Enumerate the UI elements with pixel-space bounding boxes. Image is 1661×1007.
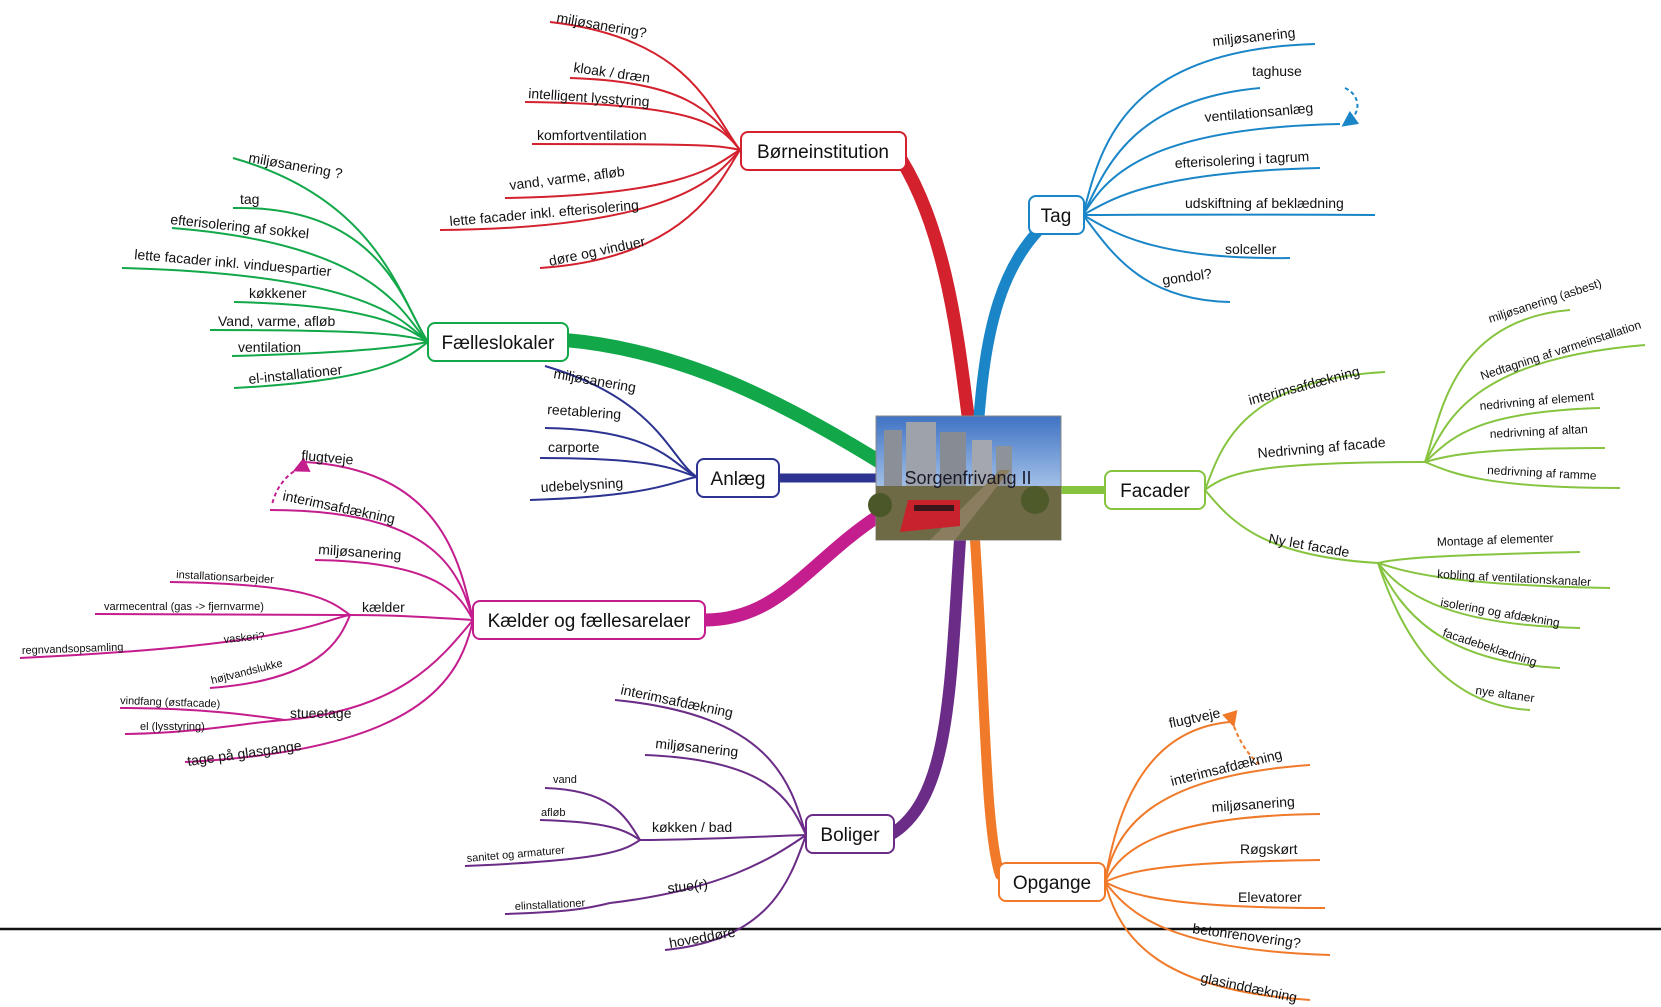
boliger-sub-3: elinstallationer <box>515 897 586 913</box>
kaelder-label: Kælder og fællesarelaer <box>488 611 691 632</box>
topic-boliger[interactable]: interimsafdækning miljøsanering køkken /… <box>464 681 895 951</box>
faelles-item-5: Vand, varme, afløb <box>218 313 335 329</box>
facader-ned-4: nedrivning af ramme <box>1487 463 1597 483</box>
tag-item-6: gondol? <box>1161 265 1213 288</box>
tag-item-2: ventilationsanlæg <box>1204 100 1314 125</box>
boliger-subbranches <box>464 699 807 951</box>
faelles-item-4: køkkener <box>249 285 307 301</box>
boliger-item-4: hoveddøre <box>668 924 737 951</box>
opgange-item-1: interimsafdækning <box>1169 746 1284 789</box>
branch-tag <box>972 209 1061 436</box>
stue-sub-0: vindfang (østfacade) <box>120 695 221 710</box>
kaelder-sub-3: regnvandsopsamling <box>22 641 124 657</box>
kaelder-item-1: interimsafdækning <box>281 487 396 526</box>
tag-item-4: udskiftning af beklædning <box>1185 195 1344 211</box>
faelles-subbranches <box>121 157 429 389</box>
opgange-item-2: miljøsanering <box>1211 793 1295 815</box>
topic-faelles[interactable]: miljøsanering ? tag efterisolering af so… <box>121 149 569 389</box>
kaelder-sub-2: vaskeri? <box>223 630 265 646</box>
tag-item-5: solceller <box>1225 241 1277 257</box>
anlaeg-subbranches <box>529 365 698 501</box>
boliger-item-0: interimsafdækning <box>619 681 734 720</box>
branch-kaelder <box>698 508 887 627</box>
facader-item-1: Nedrivning af facade <box>1257 434 1387 461</box>
branch-opgange <box>970 535 1005 880</box>
tag-subbranches <box>1082 43 1376 303</box>
kaelder-sub-0: installationsarbejder <box>176 569 275 586</box>
opgange-item-3: Røgskørt <box>1240 841 1298 857</box>
topic-opgange[interactable]: flugtveje interimsafdækning miljøsanerin… <box>998 704 1331 1005</box>
facader-ned-0: miljøsanering (asbest) <box>1487 276 1604 326</box>
faelles-item-6: ventilation <box>238 339 301 355</box>
opgange-item-0: flugtveje <box>1167 704 1222 731</box>
kaelder-sub-1: varmecentral (gas -> fjernvarme) <box>104 601 264 613</box>
center-photo <box>868 422 1061 540</box>
anlaeg-item-3: udebelysning <box>540 475 623 495</box>
center-title: Sorgenfrivang II <box>904 468 1031 488</box>
facader-subbranches <box>1204 309 1646 711</box>
anlaeg-item-2: carporte <box>548 439 600 455</box>
boliger-label: Boliger <box>820 825 880 846</box>
boliger-sub-1: afløb <box>541 807 565 819</box>
anlaeg-label: Anlæg <box>711 469 766 490</box>
borne-item-4: vand, varme, afløb <box>508 163 625 193</box>
tag-label: Tag <box>1041 206 1072 227</box>
faelles-item-1: tag <box>240 191 259 207</box>
tag-item-3: efterisolering i tagrum <box>1174 148 1309 171</box>
borne-item-0: miljøsanering? <box>555 9 648 41</box>
borne-item-2: intelligent lysstyring <box>528 85 650 109</box>
center-node[interactable]: Sorgenfrivang II <box>868 415 1062 541</box>
facader-ny-0: Montage af elementer <box>1437 531 1554 549</box>
facader-ny-3: facadebeklædning <box>1441 626 1539 670</box>
opgange-subbranches <box>1104 710 1331 1001</box>
opgange-item-6: glasinddækning <box>1199 969 1298 1005</box>
borne-label: Børneinstitution <box>757 142 889 163</box>
boliger-item-2: køkken / bad <box>652 819 732 835</box>
kaelder-item-4: stueetage <box>290 705 352 721</box>
kaelder-item-2: miljøsanering <box>318 541 402 563</box>
kaelder-sub-4: højtvandslukke <box>210 658 284 687</box>
topic-borne[interactable]: miljøsanering? kloak / dræn intelligent … <box>439 9 907 269</box>
facader-ny-1: kobling af ventilationskanaler <box>1437 567 1592 589</box>
branch-faelles <box>558 333 892 472</box>
facader-item-0: interimsafdækning <box>1247 363 1362 408</box>
facader-label: Facader <box>1120 481 1190 502</box>
faelles-item-0: miljøsanering ? <box>247 149 343 181</box>
borne-item-3: komfortventilation <box>537 127 647 143</box>
stue-sub-1: el (lysstyring) <box>140 721 205 733</box>
anlaeg-item-1: reetablering <box>547 401 622 422</box>
facader-ny-4: nye altaner <box>1475 683 1536 705</box>
opgange-item-4: Elevatorer <box>1238 889 1302 905</box>
branch-borne <box>888 143 977 437</box>
facader-ned-1: Nedtagning af varmeinstallation <box>1479 318 1643 383</box>
kaelder-item-5: tage på glasgange <box>186 737 303 769</box>
branch-boliger <box>884 534 966 841</box>
borne-item-6: døre og vinduer <box>547 233 647 269</box>
main-branches <box>558 143 1109 880</box>
topic-tag[interactable]: miljøsanering taghuse ventilationsanlæg … <box>1028 24 1376 303</box>
facader-ned-3: nedrivning af altan <box>1489 422 1588 441</box>
facader-item-2: Ny let facade <box>1267 530 1350 560</box>
boliger-sub-2: sanitet og armaturer <box>466 844 565 865</box>
kaelder-item-0: flugtveje <box>301 447 355 468</box>
opgange-label: Opgange <box>1013 873 1091 894</box>
tag-item-1: taghuse <box>1252 63 1302 79</box>
borne-subbranches <box>439 21 741 269</box>
kaelder-subbranches <box>19 457 474 763</box>
boliger-sub-0: vand <box>553 774 577 786</box>
topic-facader[interactable]: interimsafdækning Nedrivning af facade N… <box>1104 276 1646 711</box>
anlaeg-item-0: miljøsanering <box>552 365 637 395</box>
faelles-label: Fælleslokaler <box>442 333 556 354</box>
boliger-item-3: stue(r) <box>667 876 709 896</box>
kaelder-item-3: kælder <box>362 599 405 615</box>
opgange-item-5: betonrenovering? <box>1192 920 1302 951</box>
